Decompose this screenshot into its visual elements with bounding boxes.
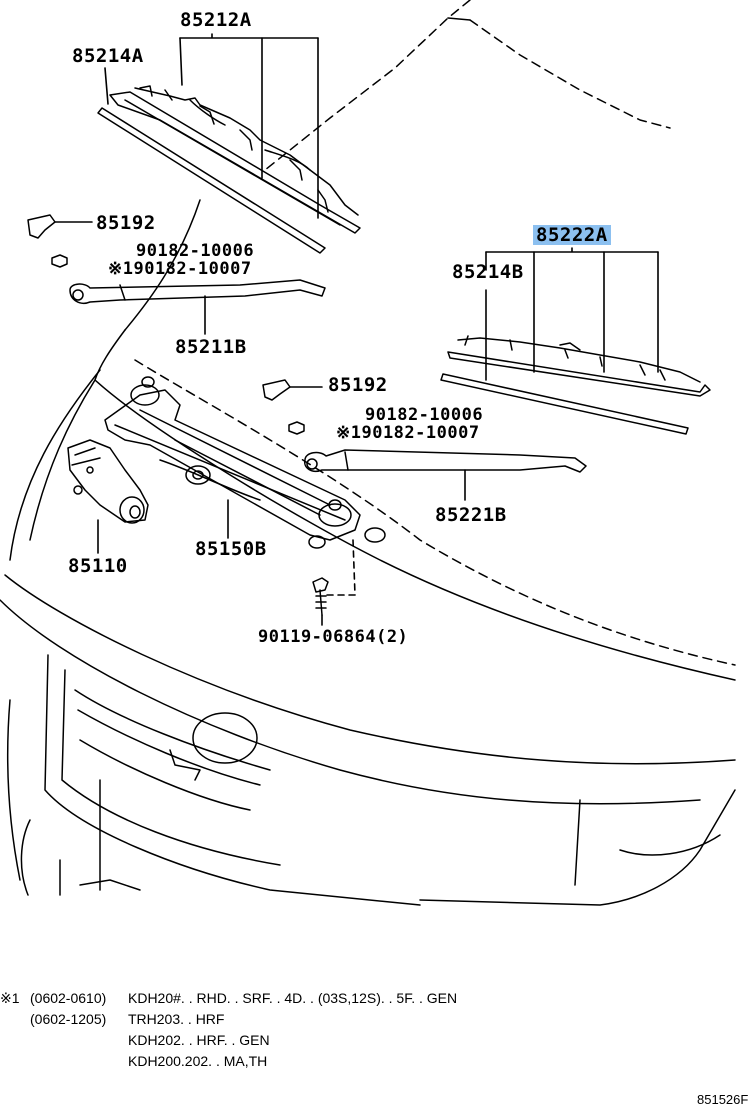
vehicle-body-outline: [0, 0, 736, 906]
note-text-3: KDH202. . HRF. . GEN: [128, 1032, 270, 1048]
label-90182-10007-mid[interactable]: ※190182-10007: [336, 423, 480, 443]
wiper-arm-85211b: [69, 279, 326, 304]
link-assembly-85150b: [104, 376, 386, 549]
leader-lines: [54, 33, 659, 626]
note-text-2: TRH203. . HRF: [128, 1011, 225, 1027]
wiper-blade-85222a: [440, 335, 711, 435]
label-90119-06864[interactable]: 90119-06864(2): [258, 627, 409, 647]
label-90182-10006-top[interactable]: 90182-10006: [136, 241, 255, 261]
clip-85192-mid: [262, 379, 291, 401]
label-90182-10006-mid[interactable]: 90182-10006: [365, 405, 484, 425]
note-text-4: KDH200.202. . MA,TH: [128, 1053, 268, 1069]
note-text-1: KDH20#. . RHD. . SRF. . 4D. . (03S,12S).…: [128, 990, 458, 1006]
figure-id: 851526F: [697, 1092, 749, 1107]
note-range-1: (0602-0610): [30, 990, 107, 1006]
label-85214a[interactable]: 85214A: [72, 45, 144, 67]
label-85221b[interactable]: 85221B: [435, 504, 507, 526]
bolt-90119: [312, 577, 329, 616]
label-85214b[interactable]: 85214B: [452, 261, 524, 283]
wiper-blade-85212a: [97, 85, 361, 254]
label-90182-10007-top[interactable]: ※190182-10007: [108, 259, 252, 279]
label-85150b[interactable]: 85150B: [195, 538, 267, 560]
label-85212a[interactable]: 85212A: [180, 9, 252, 31]
label-85192-top[interactable]: 85192: [96, 212, 156, 234]
label-85222a[interactable]: 85222A: [533, 225, 611, 245]
label-85211b[interactable]: 85211B: [175, 336, 247, 358]
label-85110[interactable]: 85110: [68, 555, 128, 577]
wiper-arm-85221b: [303, 449, 587, 473]
wiper-motor-85110: [67, 439, 149, 524]
note-range-2: (0602-1205): [30, 1011, 107, 1027]
nut-90182-mid: [288, 421, 305, 435]
label-85192-mid[interactable]: 85192: [328, 374, 388, 396]
nut-90182-top: [51, 254, 68, 268]
clip-85192-top: [27, 214, 56, 239]
note-mark-1: ※1: [0, 990, 20, 1006]
